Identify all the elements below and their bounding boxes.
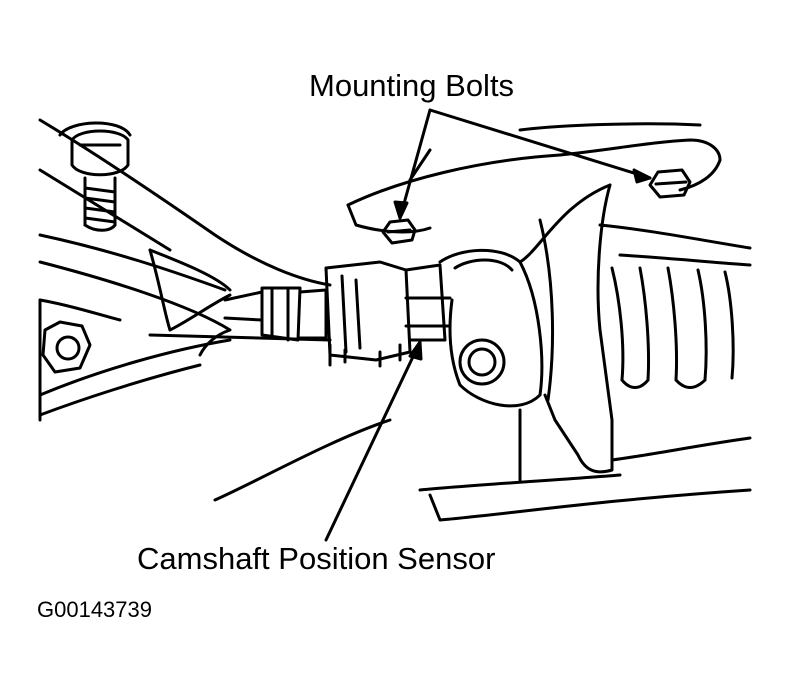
background-bolt <box>58 121 132 232</box>
leader-lines <box>324 108 652 542</box>
figure-id: G00143739 <box>37 597 152 622</box>
mounting-bolt-heads <box>381 168 692 245</box>
camshaft-sensor-body <box>404 248 544 408</box>
sensor-connector <box>260 260 412 368</box>
background-nut <box>41 320 92 374</box>
camshaft-position-sensor-label: Camshaft Position Sensor <box>137 541 496 576</box>
wire-harness <box>148 248 264 332</box>
mounting-bolts-label: Mounting Bolts <box>309 68 515 103</box>
left-engine-casting <box>38 118 392 502</box>
engine-block-fins <box>418 122 752 522</box>
